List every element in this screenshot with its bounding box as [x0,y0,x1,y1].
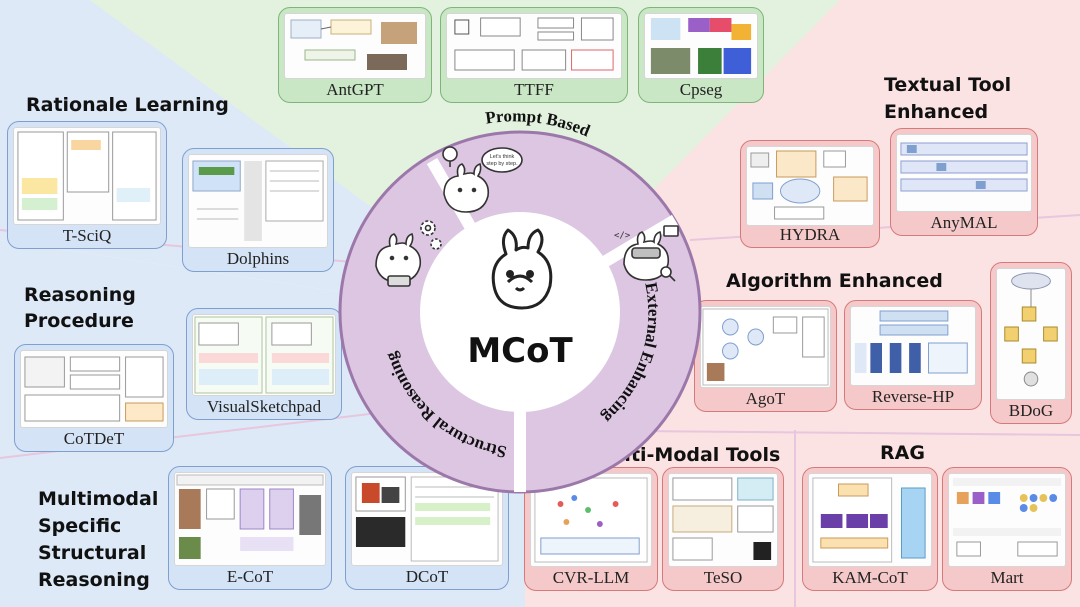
paper-figure [808,473,932,567]
paper-card-antgpt[interactable]: AntGPT [278,7,432,103]
section-algorithm-enhanced: Algorithm Enhanced [726,270,943,292]
section-rationale-learning: Rationale Learning [26,94,229,116]
paper-name: Mart [990,568,1024,587]
section-multimodal-tools: Multi-Modal Tools [592,444,781,466]
paper-name: TeSO [703,568,743,587]
paper-card-ecot[interactable]: E-CoT [168,466,332,590]
paper-card-visualsketchpad[interactable]: VisualSketchpad [186,308,342,420]
paper-figure [996,268,1066,400]
paper-name: Dolphins [226,249,290,268]
section-reasoning-procedure-1: Reasoning [24,284,136,306]
section-reasoning-procedure-2: Procedure [24,310,134,332]
paper-name: KAM-CoT [832,568,908,587]
paper-figure [668,473,778,567]
paper-name: Reverse-HP [871,387,955,406]
paper-figure [530,473,652,567]
paper-figure [644,13,758,79]
paper-name: CoTDeT [63,429,125,448]
paper-name: VisualSketchpad [206,397,322,416]
paper-card-anymal[interactable]: AnyMAL [890,128,1038,236]
paper-figure [192,314,336,396]
paper-figure [20,350,168,428]
paper-card-kamcot[interactable]: KAM-CoT [802,467,938,591]
paper-card-dcot[interactable]: DCoT [345,466,509,590]
paper-figure [446,13,622,79]
paper-card-bdog[interactable]: BDoG [990,262,1072,424]
paper-card-cvrllm[interactable]: CVR-LLM [524,467,658,591]
paper-figure [896,134,1032,212]
paper-card-tsciq[interactable]: T-SciQ [7,121,167,249]
paper-name: T-SciQ [62,226,112,245]
paper-card-ttff[interactable]: TTFF [440,7,628,103]
section-textual-tool-1: Textual Tool [884,74,1012,96]
paper-name: AntGPT [326,80,384,99]
section-textual-tool-2: Enhanced [884,101,989,123]
paper-name: AnyMAL [930,213,998,232]
paper-figure [174,472,326,566]
paper-card-mart[interactable]: Mart [942,467,1072,591]
paper-name: AgoT [745,389,786,408]
paper-name: BDoG [1008,401,1054,420]
paper-card-teso[interactable]: TeSO [662,467,784,591]
paper-card-hydra[interactable]: HYDRA [740,140,880,248]
paper-figure [284,13,426,79]
paper-figure [948,473,1066,567]
paper-name: CVR-LLM [552,568,630,587]
paper-name: E-CoT [226,567,274,586]
section-rag: RAG [880,442,925,464]
section-multimodal-3: Structural [38,542,147,564]
paper-figure [13,127,161,225]
section-multimodal-1: Multimodal [38,488,159,510]
paper-name: DCoT [405,567,449,586]
paper-name: TTFF [514,80,554,99]
paper-figure [351,472,503,566]
paper-card-dolphins[interactable]: Dolphins [182,148,334,272]
paper-card-cotdet[interactable]: CoTDeT [14,344,174,452]
paper-figure [746,146,874,226]
section-multimodal-2: Specific [38,515,122,537]
paper-figure [700,306,831,388]
paper-card-agot[interactable]: AgoT [694,300,837,412]
paper-figure [850,306,976,386]
paper-name: HYDRA [779,225,841,244]
section-multimodal-4: Reasoning [38,569,150,591]
paper-name: Cpseg [679,80,723,99]
paper-card-cpseg[interactable]: Cpseg [638,7,764,103]
paper-card-reversehp[interactable]: Reverse-HP [844,300,982,410]
paper-figure [188,154,328,248]
